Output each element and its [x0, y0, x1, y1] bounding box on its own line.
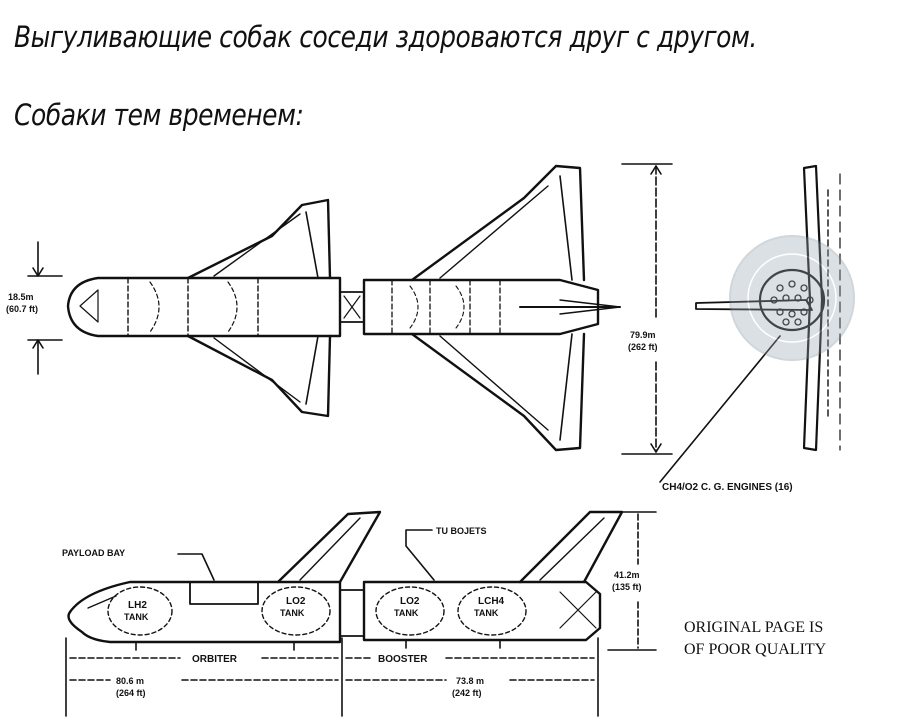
jets-leader: [405, 529, 435, 581]
tank4-label-a: LCH4: [478, 596, 505, 607]
span-dim-label: 18.5m: [8, 292, 34, 302]
watermark-seal: [729, 235, 855, 361]
side-view: [67, 510, 624, 651]
length-dim-ft-label: (262 ft): [628, 342, 658, 352]
payload-leader: [177, 553, 215, 581]
height-dim-ft-label: (135 ft): [612, 582, 642, 592]
tank2-label-a: LO2: [286, 596, 306, 607]
top-view-orbiter: [66, 198, 342, 418]
tank2-label-b: TANK: [280, 608, 305, 618]
height-dim-label: 41.2m: [614, 570, 640, 580]
tank1-label-b: TANK: [124, 612, 149, 622]
length-dimensions-bottom: [65, 637, 599, 717]
payload-bay-label: PAYLOAD BAY: [62, 548, 125, 558]
engines-leader: [659, 335, 781, 483]
tu-bojets-label: TU BOJETS: [436, 526, 487, 536]
tank4-label-b: TANK: [474, 608, 499, 618]
quality-stamp-line2: OF POOR QUALITY: [684, 641, 827, 658]
tank3-label-b: TANK: [394, 608, 419, 618]
orbiter-dim-label: 80.6 m: [116, 676, 144, 686]
top-view-booster: [362, 164, 621, 452]
booster-label: BOOSTER: [378, 654, 428, 665]
height-dimension: [607, 511, 657, 651]
length-dimension: [621, 163, 673, 455]
tank1-label-a: LH2: [128, 600, 147, 611]
quality-stamp-line1: ORIGINAL PAGE IS: [684, 619, 823, 636]
meme-caption-line1: Выгуливающие собак соседи здороваются др…: [14, 20, 757, 54]
length-dim-label: 79.9m: [630, 330, 656, 340]
spacecraft-diagram: 18.5m (60.7 ft) 79.9m (262 ft) CH4/O2 C.…: [6, 163, 855, 717]
engines-label: CH4/O2 C. G. ENGINES (16): [662, 482, 793, 493]
span-dimension: [27, 241, 63, 375]
front-view: [695, 164, 841, 452]
meme-caption-line2: Собаки тем временем:: [14, 98, 304, 132]
booster-dim-label: 73.8 m: [456, 676, 484, 686]
orbiter-label: ORBITER: [192, 654, 238, 665]
booster-dim-ft-label: (242 ft): [452, 688, 482, 698]
orbiter-dim-ft-label: (264 ft): [116, 688, 146, 698]
span-dim-ft-label: (60.7 ft): [6, 304, 38, 314]
tank3-label-a: LO2: [400, 596, 420, 607]
